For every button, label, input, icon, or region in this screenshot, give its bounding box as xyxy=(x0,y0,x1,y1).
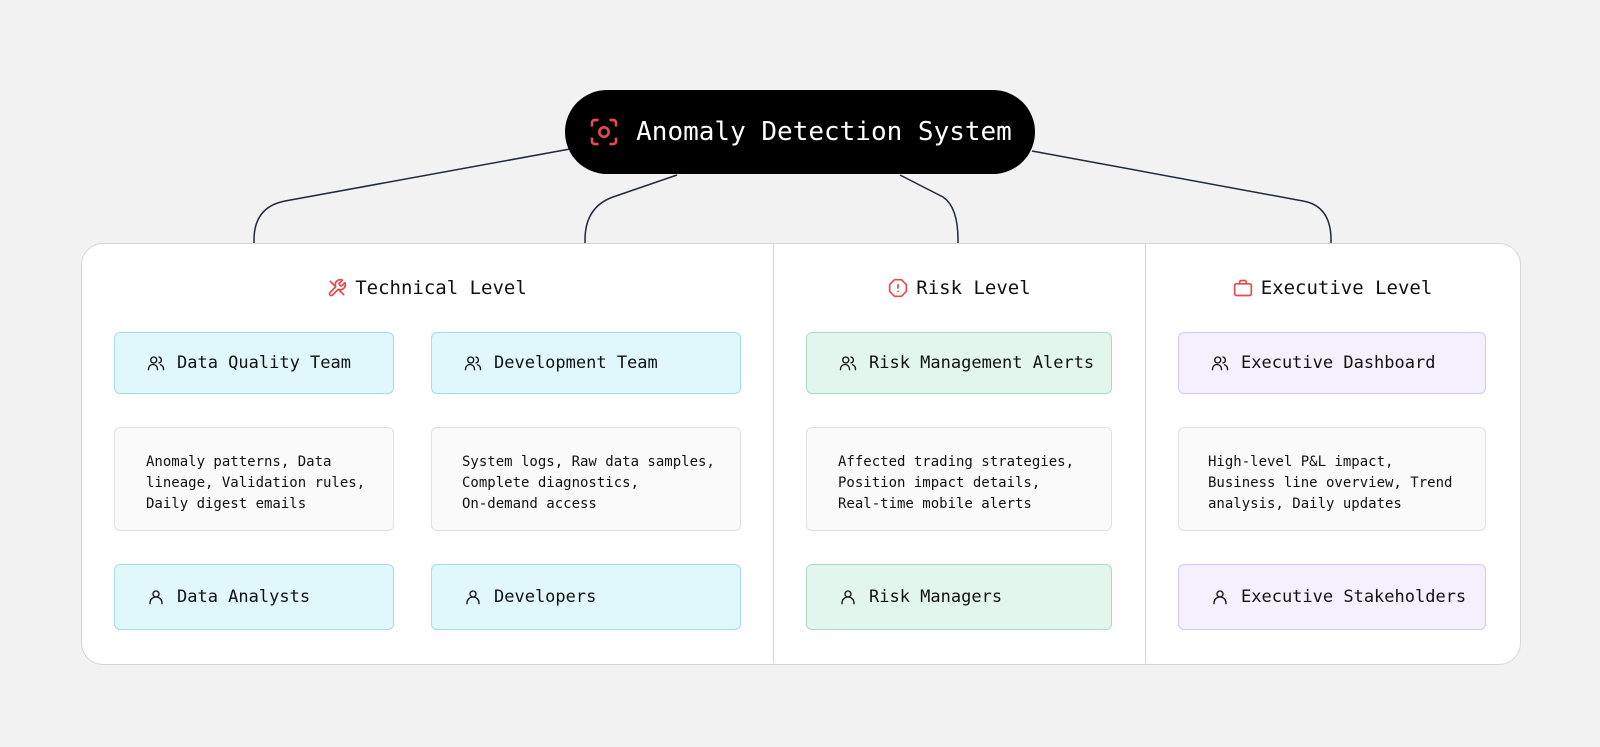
team-box-risk-management: Risk Management Alerts xyxy=(806,332,1112,394)
team-label: Data Quality Team xyxy=(177,353,351,373)
panel-divider xyxy=(1145,243,1146,663)
info-box-risk: Affected trading strategies, Position im… xyxy=(806,427,1112,531)
audience-box-developers: Developers xyxy=(431,564,741,630)
team-box-data-quality: Data Quality Team xyxy=(114,332,394,394)
user-icon xyxy=(1211,588,1229,606)
tools-icon xyxy=(327,278,347,298)
user-icon xyxy=(839,588,857,606)
root-title: Anomaly Detection System xyxy=(636,117,1012,147)
team-label: Development Team xyxy=(494,353,658,373)
connector-root-to-data-quality xyxy=(253,148,571,243)
users-icon xyxy=(839,354,857,372)
info-box-data-quality: Anomaly patterns, Data lineage, Validati… xyxy=(114,427,394,531)
audience-box-data-analysts: Data Analysts xyxy=(114,564,394,630)
team-label: Executive Dashboard xyxy=(1241,353,1436,373)
root-node: Anomaly Detection System xyxy=(565,90,1035,174)
alert-hexagon-icon xyxy=(888,278,908,298)
team-label: Risk Management Alerts xyxy=(869,353,1095,373)
team-box-executive-dashboard: Executive Dashboard xyxy=(1178,332,1486,394)
info-box-executive: High-level P&L impact, Business line ove… xyxy=(1178,427,1486,531)
users-icon xyxy=(147,354,165,372)
audience-box-risk-managers: Risk Managers xyxy=(806,564,1112,630)
user-icon xyxy=(147,588,165,606)
users-icon xyxy=(1211,354,1229,372)
level-title-technical: Technical Level xyxy=(81,273,773,303)
info-box-development: System logs, Raw data samples, Complete … xyxy=(431,427,741,531)
level-title-risk: Risk Level xyxy=(774,273,1145,303)
briefcase-icon xyxy=(1233,278,1253,298)
users-icon xyxy=(464,354,482,372)
audience-label: Data Analysts xyxy=(177,587,311,607)
focus-target-icon xyxy=(588,116,620,148)
panel-divider xyxy=(773,243,774,663)
level-title-executive: Executive Level xyxy=(1146,273,1519,303)
connector-root-to-executive xyxy=(1031,150,1332,243)
audience-label: Executive Stakeholders xyxy=(1241,587,1467,607)
audience-label: Developers xyxy=(494,587,597,607)
connector-root-to-risk xyxy=(899,174,959,243)
audience-box-executive-stakeholders: Executive Stakeholders xyxy=(1178,564,1486,630)
connector-root-to-development xyxy=(584,174,678,243)
audience-label: Risk Managers xyxy=(869,587,1003,607)
team-box-development: Development Team xyxy=(431,332,741,394)
user-icon xyxy=(464,588,482,606)
